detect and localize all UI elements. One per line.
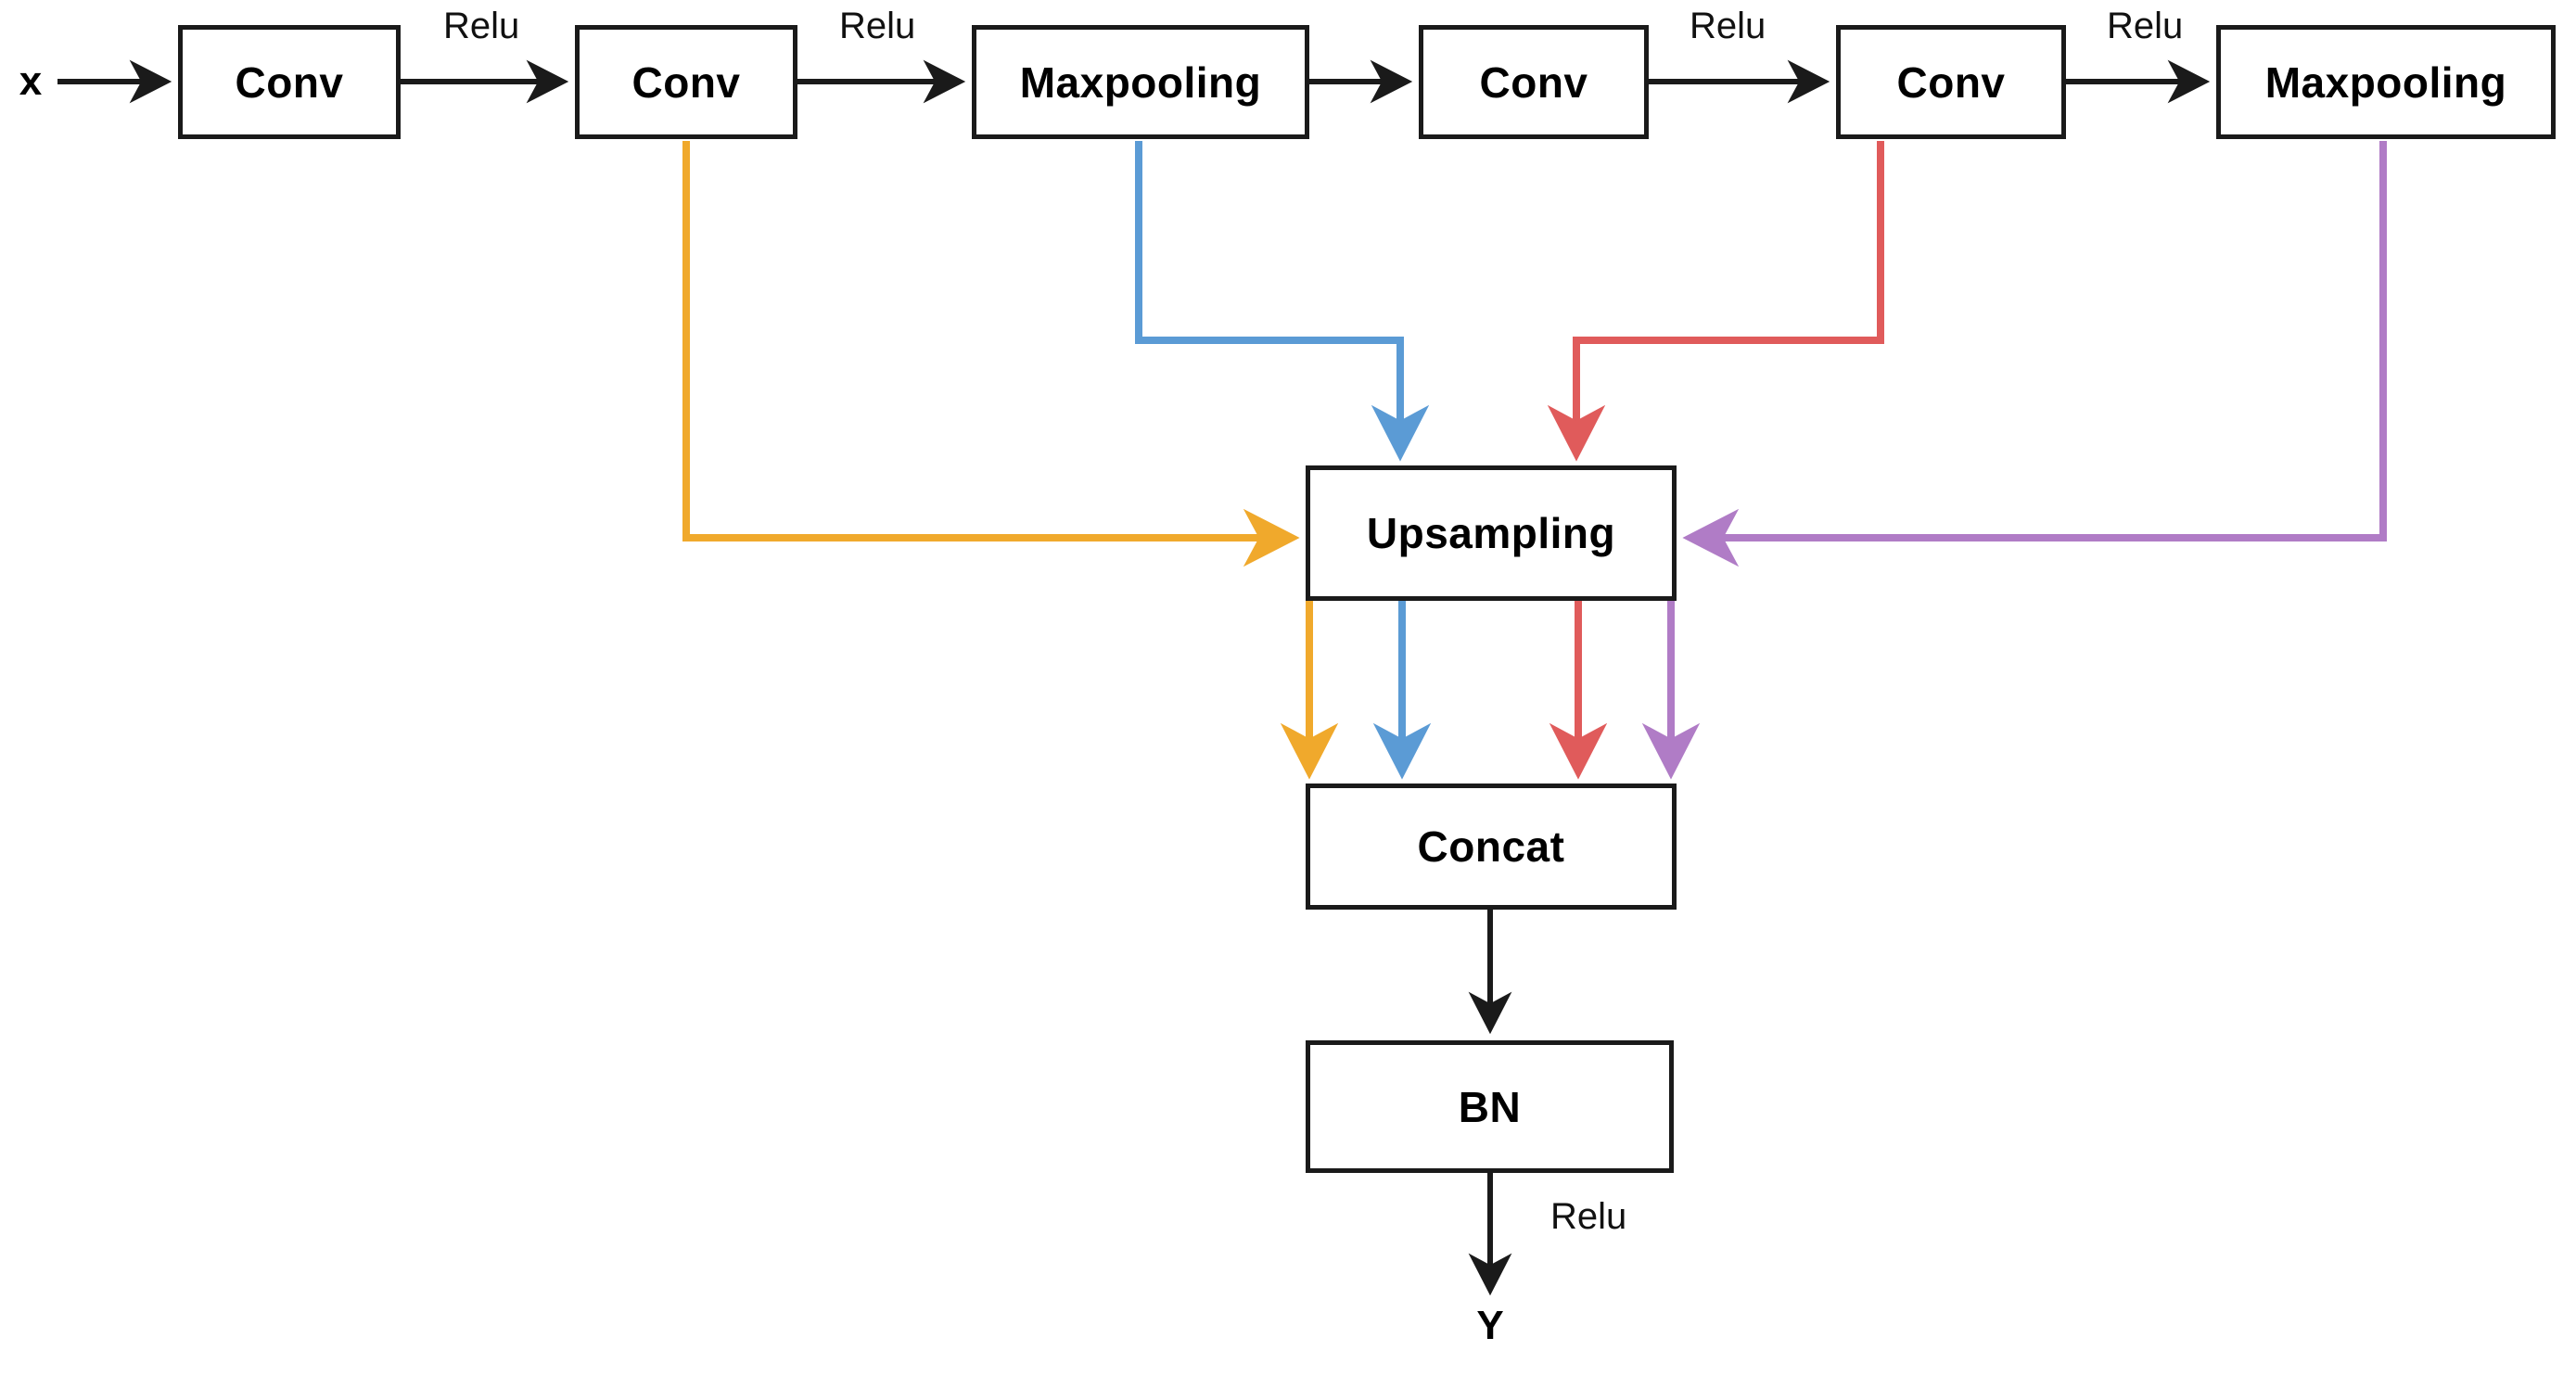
edge-label-relu-4: Relu: [2107, 6, 2184, 46]
node-maxpooling-1-label: Maxpooling: [1019, 57, 1262, 107]
node-conv-3[interactable]: Conv: [1419, 25, 1649, 139]
node-conv-4-label: Conv: [1896, 57, 2006, 107]
output-label-y: Y: [1476, 1303, 1504, 1348]
edge-label-relu-1: Relu: [443, 6, 520, 46]
node-conv-4[interactable]: Conv: [1836, 25, 2066, 139]
node-conv-2[interactable]: Conv: [575, 25, 797, 139]
node-concat[interactable]: Concat: [1306, 784, 1677, 910]
node-conv-1[interactable]: Conv: [178, 25, 401, 139]
skip-wire-pool1-blue: [1135, 141, 1430, 462]
node-conv-2-label: Conv: [631, 57, 741, 107]
node-upsampling[interactable]: Upsampling: [1306, 465, 1677, 601]
node-maxpooling-1[interactable]: Maxpooling: [972, 25, 1309, 139]
edge-label-relu-2: Relu: [839, 6, 916, 46]
node-maxpooling-2-label: Maxpooling: [2264, 57, 2507, 107]
skip-wire-conv4-red: [1547, 141, 1884, 462]
node-conv-1-label: Conv: [235, 57, 344, 107]
node-concat-label: Concat: [1417, 822, 1565, 871]
node-maxpooling-2[interactable]: Maxpooling: [2216, 25, 2556, 139]
edge-label-relu-5: Relu: [1550, 1196, 1627, 1237]
node-conv-3-label: Conv: [1479, 57, 1588, 107]
input-label-x: x: [19, 58, 43, 104]
skip-wire-conv2-orange: [682, 141, 1300, 567]
node-upsampling-label: Upsampling: [1366, 509, 1616, 557]
node-bn[interactable]: BN: [1306, 1040, 1674, 1173]
skip-wire-pool2-purple: [1682, 141, 2387, 567]
edge-label-relu-3: Relu: [1690, 6, 1766, 46]
node-bn-label: BN: [1458, 1082, 1522, 1131]
